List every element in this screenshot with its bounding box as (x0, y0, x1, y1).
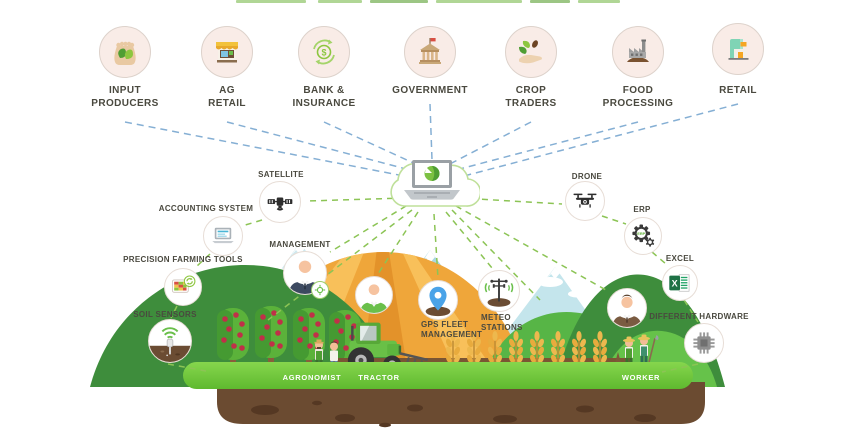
drone-icon (573, 193, 597, 208)
tool-circle (684, 323, 724, 363)
management-gear-badge-icon (311, 281, 329, 299)
stakeholder-label: CROP TRADERS (505, 85, 557, 109)
stakeholder-label: INPUT PRODUCERS (91, 85, 159, 109)
money-exchange-icon: $ (313, 39, 335, 65)
tool-circle (259, 181, 301, 223)
tool-circle (164, 268, 202, 306)
avatar (607, 288, 647, 328)
tool-label: ACCOUNTING SYSTEM (158, 204, 254, 213)
gps-circle (418, 280, 458, 320)
stakeholder-circle (404, 26, 456, 78)
meteo-circle (478, 270, 520, 312)
tool-label: PRECISION FARMING TOOLS (123, 255, 243, 264)
stakeholder-circle (99, 26, 151, 78)
tool-label: DRONE (571, 172, 603, 181)
avatar (283, 251, 327, 295)
green-hub-rays (267, 197, 607, 321)
dollar-glyph: $ (321, 48, 326, 58)
tool-circle: ERP (624, 217, 662, 255)
tool-label: DIFFERENT HARDWARE (649, 312, 749, 321)
worker-label: WORKER (621, 373, 661, 382)
stakeholder-circle (712, 23, 764, 75)
avatar (355, 276, 393, 314)
field-node-label: MANAGEMENT (269, 240, 331, 249)
satellite-icon (267, 197, 293, 211)
tool-circle (565, 181, 605, 221)
chip-icon (693, 332, 715, 354)
gps-pin-icon (425, 286, 451, 317)
tool-circle: X (662, 265, 698, 301)
tool-label: EXCEL (665, 254, 695, 263)
green-chain-links (167, 215, 699, 373)
farmer-avatar-icon (360, 284, 388, 313)
tool-circle (203, 216, 243, 256)
tractor-label: TRACTOR (358, 373, 400, 382)
soil-block (217, 382, 705, 428)
green-ground-band (183, 362, 693, 389)
stakeholder-label: RETAIL (719, 85, 757, 96)
seed-bag-icon (114, 41, 136, 65)
stakeholder-label: BANK & INSURANCE (292, 85, 356, 109)
excel-x-glyph: X (672, 279, 678, 289)
stakeholder-label: AG RETAIL (208, 85, 246, 109)
tool-circle (148, 319, 192, 363)
field-map-icon (171, 275, 196, 293)
cloud-laptop-leaf-icon (390, 160, 480, 207)
mall-icon (728, 39, 749, 60)
stakeholder-label: GOVERNMENT (392, 85, 468, 96)
hand-with-crops-icon (519, 40, 542, 64)
field-node-label: GPS FLEET MANAGEMENT (421, 320, 483, 340)
field-node-label: METEO STATIONS (481, 313, 523, 333)
tool-label: SOIL SENSORS (133, 310, 197, 319)
stakeholder-circle: $ (298, 26, 350, 78)
storefront-icon (216, 42, 238, 63)
stakeholder-circle (612, 26, 664, 78)
government-building-icon (419, 38, 441, 64)
tool-label: ERP (633, 205, 651, 214)
excel-icon: X (669, 274, 690, 292)
stakeholder-circle (505, 26, 557, 78)
tool-label: SATELLITE (258, 170, 304, 179)
factory-icon (627, 39, 649, 62)
erp-glyph: ERP (637, 231, 645, 236)
blue-stakeholder-lines (124, 103, 739, 177)
soil-sensor-icon (149, 327, 191, 362)
weather-station-icon (484, 278, 514, 307)
accounting-laptop-icon (212, 227, 234, 244)
stakeholder-label: FOOD PROCESSING (602, 85, 674, 109)
erp-gears-icon: ERP (632, 224, 655, 247)
agronomist-label: AGRONOMIST (282, 373, 342, 382)
worker-avatar-icon (612, 294, 642, 327)
stakeholder-circle (201, 26, 253, 78)
